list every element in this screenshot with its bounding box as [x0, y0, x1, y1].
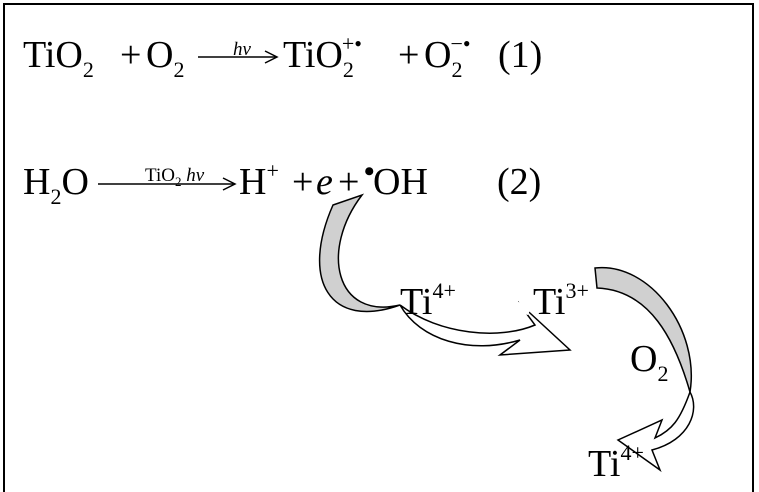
diagram-frame — [3, 3, 754, 492]
species-o2: O2 — [630, 338, 669, 386]
eq1-plus-2: + — [398, 34, 420, 76]
eq1-reactant-tio2: TiO2 — [23, 34, 94, 82]
eq2-plus-2: + — [338, 161, 360, 203]
eq2-number: (2) — [497, 161, 542, 203]
eq2-radical-dot: • — [364, 155, 375, 188]
eq1-reaction-arrow — [198, 50, 279, 64]
eq2-reactant-water: H2O — [23, 161, 89, 209]
electron-transfer-arrow — [318, 193, 572, 356]
eq1-arrow-label: hν — [233, 39, 251, 60]
eq1-number: (1) — [498, 34, 543, 76]
eq1-product-tio2-radical: TiO2+• — [283, 31, 362, 82]
eq1-reactant-o2: O2 — [146, 34, 185, 82]
eq2-electron: e — [316, 161, 333, 203]
eq2-hydroxyl: OH — [373, 161, 428, 203]
eq2-arrow-label: TiO2 hν — [145, 165, 205, 189]
oxygen-transfer-arrow — [594, 267, 695, 473]
eq2-product-proton: H+ — [239, 158, 279, 203]
species-ti4-final: Ti4+ — [588, 440, 644, 485]
species-ti4-initial: Ti4+ — [400, 278, 456, 323]
species-ti3: Ti3+ — [533, 278, 589, 323]
eq2-reaction-arrow — [98, 177, 237, 191]
eq1-plus: + — [120, 34, 142, 76]
eq2-plus: + — [292, 161, 314, 203]
reduction-arrow — [468, 287, 532, 315]
eq1-product-superoxide: O2−• — [424, 31, 471, 82]
